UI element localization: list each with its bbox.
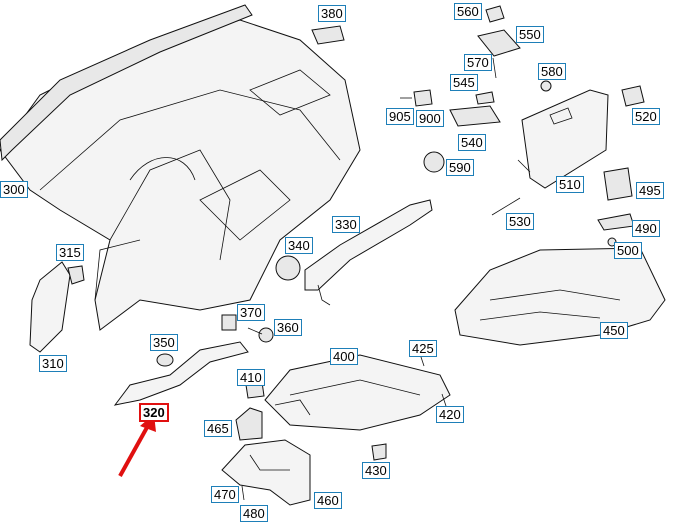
- callout-540[interactable]: 540: [458, 134, 486, 151]
- callout-905[interactable]: 905: [386, 108, 414, 125]
- callout-370[interactable]: 370: [237, 304, 265, 321]
- callout-500[interactable]: 500: [614, 242, 642, 259]
- callout-340[interactable]: 340: [285, 237, 313, 254]
- switch-590: [423, 151, 445, 173]
- callout-450[interactable]: 450: [600, 322, 628, 339]
- glovebox-housing-450: [454, 247, 666, 346]
- callout-465[interactable]: 465: [204, 420, 232, 437]
- callout-590[interactable]: 590: [446, 159, 474, 176]
- callout-530[interactable]: 530: [506, 213, 534, 230]
- clip-370: [221, 314, 237, 331]
- ring-350: [156, 353, 174, 367]
- callout-545[interactable]: 545: [450, 74, 478, 91]
- tray-400: [264, 354, 451, 431]
- callout-310[interactable]: 310: [39, 355, 67, 372]
- clip-315: [67, 265, 85, 285]
- callout-470[interactable]: 470: [211, 486, 239, 503]
- screw-470: [241, 485, 245, 501]
- callout-315[interactable]: 315: [56, 244, 84, 261]
- bracket-465: [235, 407, 263, 441]
- callout-320[interactable]: 320: [139, 403, 169, 422]
- callout-300[interactable]: 300: [0, 181, 28, 198]
- bulb-545: [475, 91, 495, 105]
- screw-580: [540, 80, 552, 92]
- callout-480[interactable]: 480: [240, 505, 268, 522]
- latch-495: [603, 167, 633, 201]
- screw-360: [247, 327, 274, 343]
- callout-350[interactable]: 350: [150, 334, 178, 351]
- windshield-strip: [0, 4, 253, 162]
- clip-430: [371, 443, 387, 461]
- latch-490: [597, 213, 635, 231]
- callout-550[interactable]: 550: [516, 26, 544, 43]
- cover-330: [304, 199, 433, 291]
- callout-900[interactable]: 900: [416, 110, 444, 127]
- callout-430[interactable]: 430: [362, 462, 390, 479]
- callout-425[interactable]: 425: [409, 340, 437, 357]
- callout-400[interactable]: 400: [330, 348, 358, 365]
- callout-490[interactable]: 490: [632, 220, 660, 237]
- callout-580[interactable]: 580: [538, 63, 566, 80]
- handle-540: [449, 105, 501, 127]
- knob-340: [275, 255, 301, 281]
- callout-570[interactable]: 570: [464, 54, 492, 71]
- highlight-arrow: [118, 414, 156, 477]
- glovebox-lid-510: [521, 89, 609, 189]
- screw-420: [441, 393, 447, 407]
- connector-900: [413, 89, 433, 107]
- bracket-460: [221, 439, 311, 506]
- switch-380: [311, 25, 345, 45]
- callout-460[interactable]: 460: [314, 492, 342, 509]
- callout-560[interactable]: 560: [454, 3, 482, 20]
- lock-520: [621, 85, 645, 107]
- callout-360[interactable]: 360: [274, 319, 302, 336]
- damper-530: [491, 197, 521, 216]
- holder-550: [477, 29, 521, 57]
- callout-420[interactable]: 420: [436, 406, 464, 423]
- dashboard-assembly: [0, 19, 361, 331]
- callout-410[interactable]: 410: [237, 369, 265, 386]
- callout-510[interactable]: 510: [556, 176, 584, 193]
- trim-strip: [113, 341, 249, 406]
- callout-495[interactable]: 495: [636, 182, 664, 199]
- callout-520[interactable]: 520: [632, 108, 660, 125]
- screw-570: [492, 57, 497, 79]
- callout-380[interactable]: 380: [318, 5, 346, 22]
- clip-560: [485, 5, 505, 23]
- callout-330[interactable]: 330: [332, 216, 360, 233]
- side-panel: [29, 261, 71, 353]
